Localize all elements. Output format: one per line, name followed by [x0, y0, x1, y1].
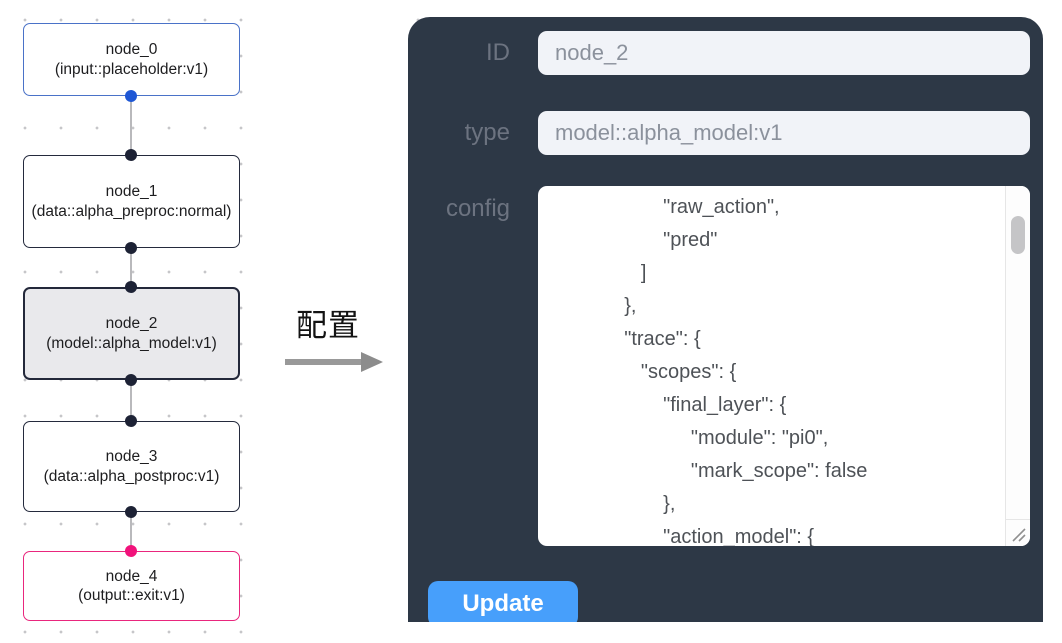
node-id-label: node_1	[105, 183, 158, 200]
transition-annotation: 配置	[283, 300, 393, 374]
id-field-label: ID	[486, 39, 510, 66]
flow-canvas[interactable]: node_0 (input::placeholder:v1) node_1 (d…	[0, 0, 270, 643]
port-node3-in-icon[interactable]	[125, 415, 137, 427]
port-node0-out-icon[interactable]	[125, 90, 137, 102]
scrollbar-corner	[1005, 519, 1030, 546]
node-type-label: (data::alpha_postproc:v1)	[43, 467, 220, 485]
node-config-panel: ID type config "raw_action", "pred" ] },…	[408, 17, 1043, 622]
flow-node-1[interactable]: node_1 (data::alpha_preproc:normal)	[23, 155, 240, 248]
node-id-label: node_4	[105, 567, 158, 585]
flow-node-0[interactable]: node_0 (input::placeholder:v1)	[23, 23, 240, 96]
node-id-label: node_0	[105, 41, 158, 58]
panel-canvas: ID type config "raw_action", "pred" ] },…	[393, 0, 1062, 622]
right-arrow-icon	[285, 352, 383, 372]
edge-node2-node3	[130, 380, 132, 421]
port-node3-out-icon[interactable]	[125, 506, 137, 518]
port-node2-in-icon[interactable]	[125, 281, 137, 293]
node-id-label: node_3	[105, 448, 158, 465]
configure-label: 配置	[296, 308, 360, 343]
type-input[interactable]	[538, 111, 1030, 155]
node-id-label: node_2	[105, 315, 158, 332]
update-button[interactable]: Update	[428, 581, 578, 622]
edge-node3-node4	[130, 512, 132, 551]
resize-grip-icon[interactable]	[1010, 526, 1027, 543]
node-type-label: (input::placeholder:v1)	[54, 60, 209, 78]
type-field-label: type	[464, 119, 510, 146]
port-node2-out-icon[interactable]	[125, 374, 137, 386]
scrollbar-thumb[interactable]	[1011, 216, 1025, 254]
config-textarea[interactable]: "raw_action", "pred" ] }, "trace": { "sc…	[538, 186, 1030, 546]
config-field-label: config	[445, 195, 510, 222]
flow-node-4[interactable]: node_4 (output::exit:v1)	[23, 551, 240, 621]
node-type-label: (model::alpha_model:v1)	[46, 334, 217, 352]
edge-node0-node1	[130, 96, 132, 155]
config-json-text: "raw_action", "pred" ] }, "trace": { "sc…	[624, 196, 868, 546]
id-input[interactable]	[538, 31, 1030, 75]
port-node1-in-icon[interactable]	[125, 149, 137, 161]
port-node1-out-icon[interactable]	[125, 242, 137, 254]
flow-node-2-selected[interactable]: node_2 (model::alpha_model:v1)	[23, 287, 240, 380]
port-node4-in-icon[interactable]	[125, 545, 137, 557]
node-type-label: (data::alpha_preproc:normal)	[31, 202, 232, 220]
node-type-label: (output::exit:v1)	[78, 587, 185, 604]
edge-node1-node2	[130, 248, 132, 287]
flow-node-3[interactable]: node_3 (data::alpha_postproc:v1)	[23, 421, 240, 512]
